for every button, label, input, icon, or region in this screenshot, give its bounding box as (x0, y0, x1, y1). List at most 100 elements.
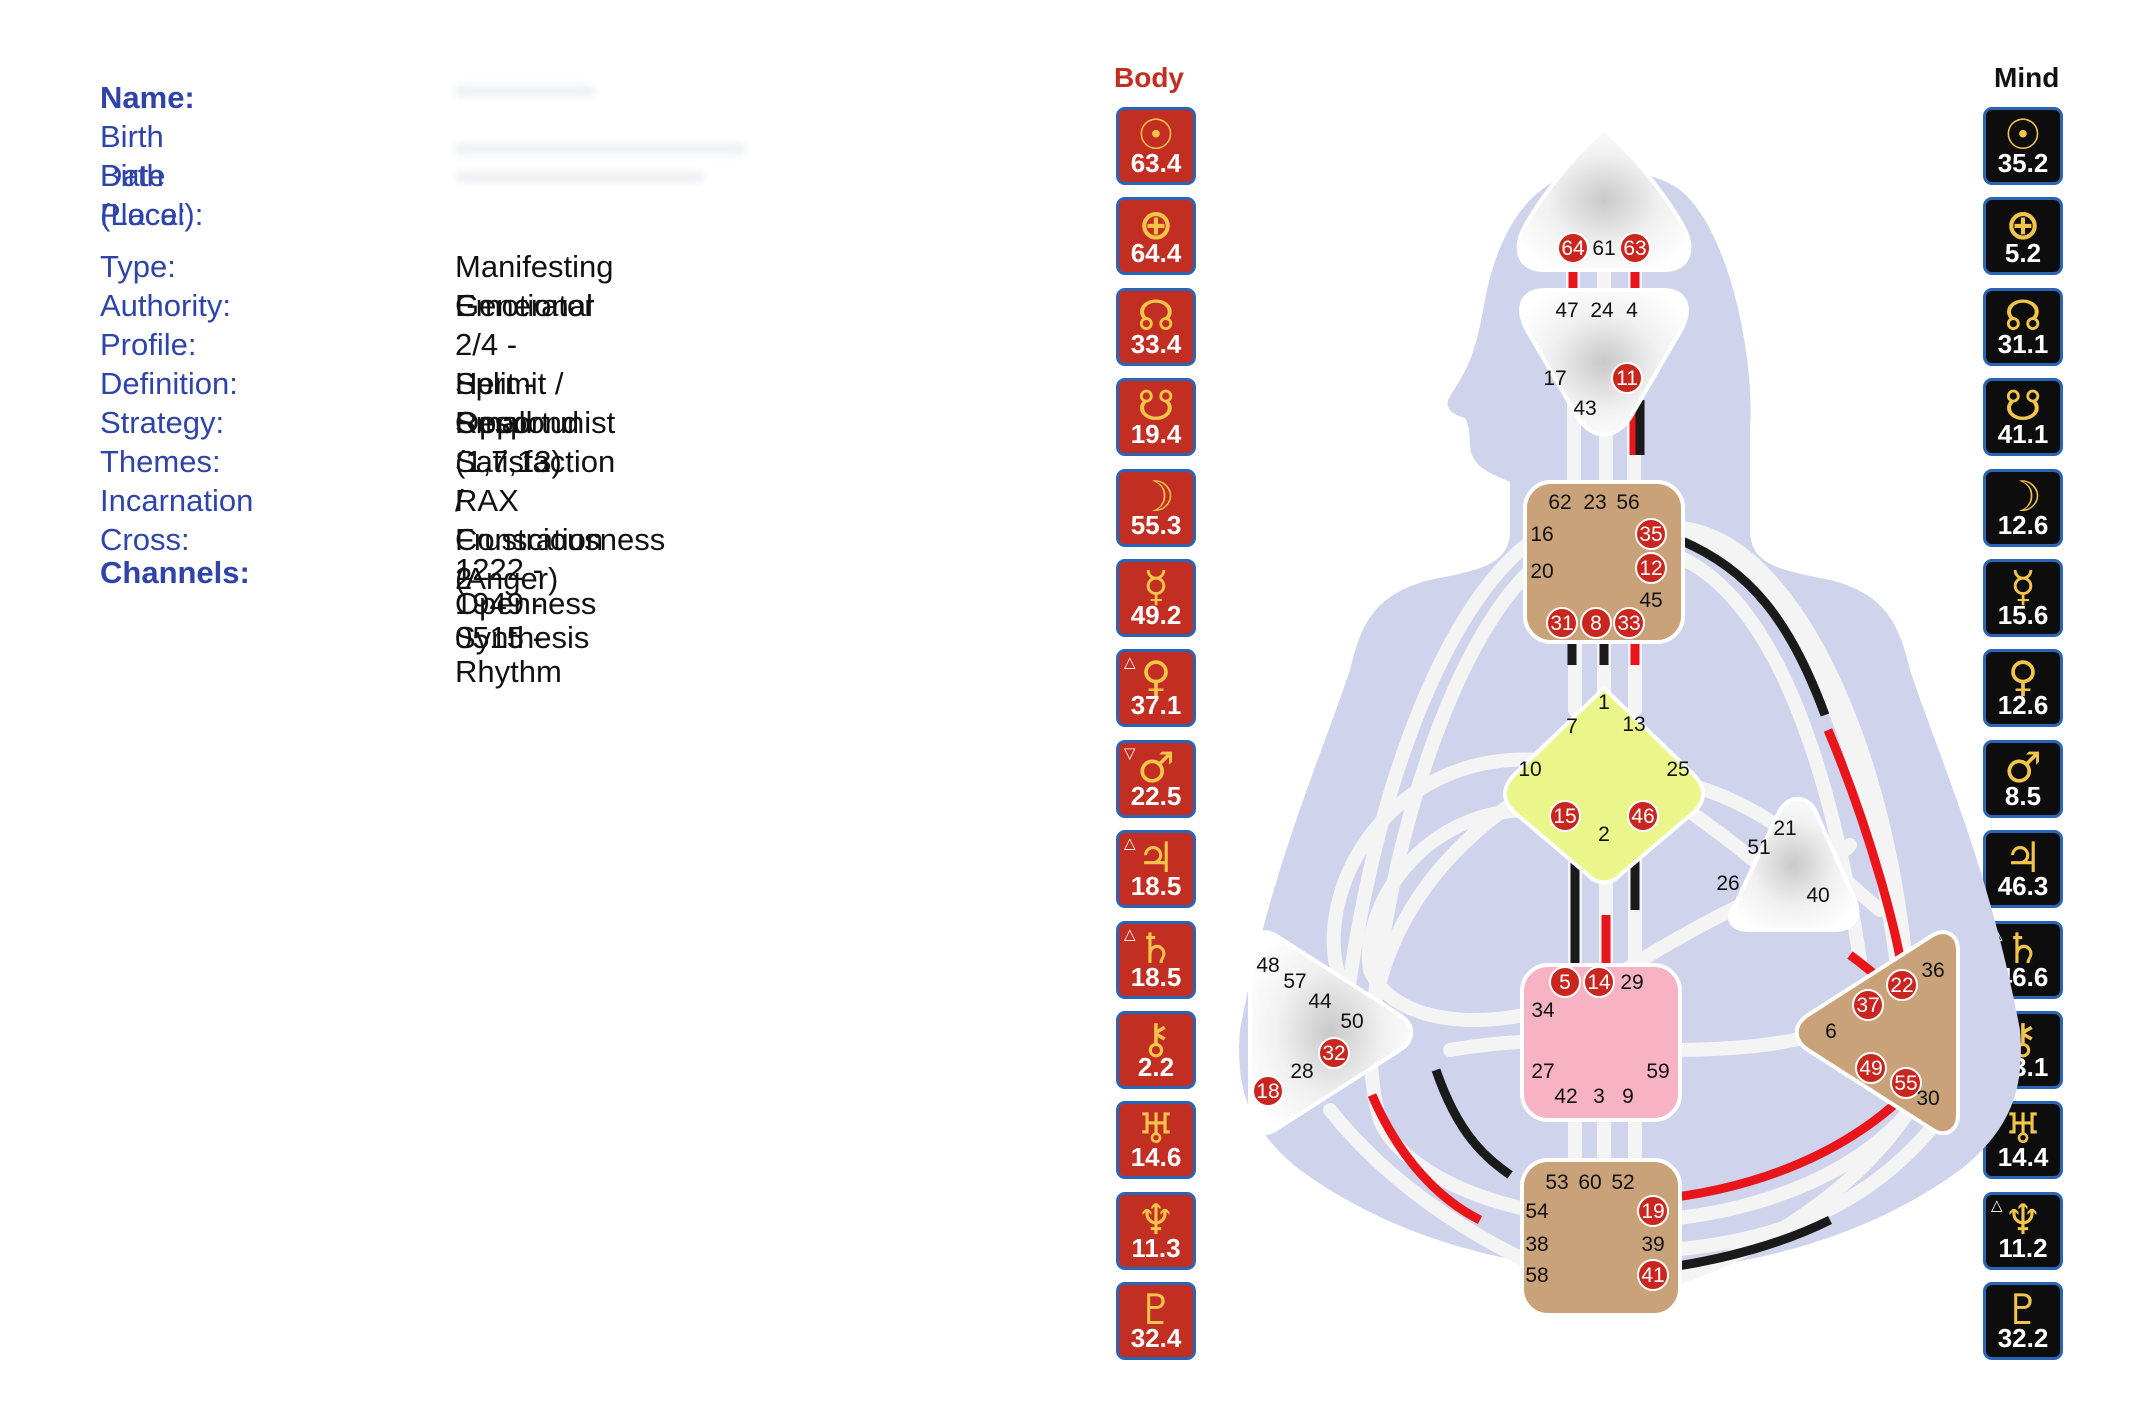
gate-51: 51 (1747, 836, 1770, 859)
moon-icon: ☽ (1137, 471, 1175, 521)
svg-text:12: 12 (1639, 557, 1662, 580)
name-value-blurred (455, 86, 595, 96)
gate-52: 52 (1611, 1171, 1634, 1194)
gate-56: 56 (1616, 491, 1639, 514)
strategy-value: Respond (455, 405, 580, 440)
svg-text:64: 64 (1561, 237, 1585, 260)
planet-gate-value: 31.1 (1997, 328, 2049, 359)
birth-date-value-blurred (455, 144, 745, 154)
active-channel-segments (1367, 270, 1914, 1275)
svg-text:39: 39 (1641, 1233, 1664, 1256)
svg-text:60: 60 (1578, 1171, 1601, 1194)
planet-gate-value: 32.2 (1997, 1323, 2049, 1354)
pluto-icon: ♇ (1137, 1285, 1175, 1335)
channels-label: Channels: (100, 555, 250, 590)
gate-37: 37 (1852, 989, 1884, 1021)
earth-icon: ⊕ (2005, 200, 2041, 250)
svg-text:45: 45 (1639, 589, 1662, 612)
svg-text:9: 9 (1622, 1085, 1634, 1108)
gate-1: 1 (1598, 691, 1610, 714)
gate-10: 10 (1518, 758, 1541, 781)
svg-text:25: 25 (1666, 758, 1689, 781)
svg-text:1: 1 (1598, 691, 1610, 714)
planet-gate-value: 15.6 (1997, 600, 2049, 630)
gate-13: 13 (1622, 713, 1645, 736)
gate-12: 12 (1635, 552, 1667, 584)
gate-18: 18 (1252, 1075, 1284, 1107)
strategy-label: Strategy: (100, 405, 225, 440)
svg-text:34: 34 (1531, 999, 1555, 1022)
gate-28: 28 (1290, 1060, 1313, 1083)
channel-item: 1222 - Openness (455, 552, 597, 621)
gate-44: 44 (1308, 990, 1332, 1013)
svg-text:4: 4 (1626, 299, 1638, 322)
gate-47: 47 (1555, 299, 1578, 322)
svg-text:52: 52 (1611, 1171, 1634, 1194)
saturn-icon: ♄ (1137, 923, 1175, 973)
svg-text:28: 28 (1290, 1060, 1313, 1083)
body-planet-moon: ☽55.3 (1116, 468, 1196, 547)
gate-31: 31 (1546, 607, 1578, 639)
gate-64: 64 (1557, 232, 1589, 264)
profile-label: Profile: (100, 327, 197, 362)
svg-text:29: 29 (1620, 971, 1643, 994)
definition-value: Split - Small (1,7,13) (455, 366, 562, 479)
jupiter-icon: ♃ (2004, 833, 2042, 883)
svg-text:37: 37 (1856, 994, 1879, 1017)
planet-gate-value: 49.2 (1130, 600, 1182, 630)
gate-49: 49 (1855, 1052, 1887, 1084)
body-planet-south-node: ☋19.4 (1116, 378, 1196, 457)
ajna-center (1519, 288, 1689, 437)
gate-19: 19 (1637, 1195, 1669, 1227)
gate-23: 23 (1583, 491, 1606, 514)
planet-gate-value: 12.6 (1997, 690, 2049, 721)
gate-21: 21 (1773, 817, 1796, 840)
svg-text:54: 54 (1525, 1200, 1549, 1223)
svg-text:38: 38 (1525, 1233, 1548, 1256)
svg-text:43: 43 (1573, 397, 1596, 420)
gate-30: 30 (1916, 1087, 1939, 1110)
svg-text:36: 36 (1921, 959, 1944, 982)
gate-25: 25 (1666, 758, 1689, 781)
svg-text:16: 16 (1530, 523, 1553, 546)
svg-text:33: 33 (1617, 612, 1640, 635)
themes-value: Satisfaction / Frustration (Anger) (455, 444, 616, 596)
venus-icon: ♀ (1140, 652, 1172, 702)
gate-45: 45 (1639, 589, 1662, 612)
gate-50: 50 (1340, 1010, 1363, 1033)
sacral-center (1520, 963, 1682, 1122)
gate-14: 14 (1583, 966, 1615, 998)
svg-text:10: 10 (1518, 758, 1541, 781)
pluto-icon: ♇ (2004, 1285, 2042, 1335)
svg-text:24: 24 (1590, 299, 1614, 322)
name-label: Name: (100, 80, 195, 115)
neptune-icon: ♆ (2004, 1194, 2042, 1244)
svg-text:19: 19 (1641, 1200, 1664, 1223)
mind-planet-north-node: ☊31.1 (1983, 287, 2063, 366)
svg-text:40: 40 (1806, 884, 1829, 907)
gate-46: 46 (1627, 800, 1659, 832)
svg-text:63: 63 (1623, 237, 1646, 260)
gate-16: 16 (1530, 523, 1553, 546)
gate-27: 27 (1531, 1060, 1554, 1083)
svg-text:17: 17 (1543, 367, 1566, 390)
authority-label: Authority: (100, 288, 231, 323)
gate-55: 55 (1890, 1067, 1922, 1099)
svg-text:48: 48 (1256, 954, 1279, 977)
svg-text:41: 41 (1641, 1264, 1664, 1287)
body-planet-saturn: △♄18.5 (1116, 920, 1196, 999)
profile-value: 2/4 - Hermit / Opportunist (455, 327, 616, 440)
svg-text:50: 50 (1340, 1010, 1363, 1033)
body-planet-sun: ☉63.4 (1116, 107, 1196, 185)
ego-center (1728, 796, 1860, 932)
mars-icon: ♂ (2004, 742, 2042, 792)
svg-text:57: 57 (1283, 970, 1306, 993)
planet-gate-value: 22.5 (1130, 780, 1182, 811)
gate-57: 57 (1283, 970, 1306, 993)
svg-text:13: 13 (1622, 713, 1645, 736)
mind-planet-neptune: △♆11.2 (1983, 1191, 2063, 1270)
svg-text:56: 56 (1616, 491, 1639, 514)
gate-9: 9 (1622, 1085, 1634, 1108)
planet-gate-value: 19.4 (1130, 419, 1182, 450)
